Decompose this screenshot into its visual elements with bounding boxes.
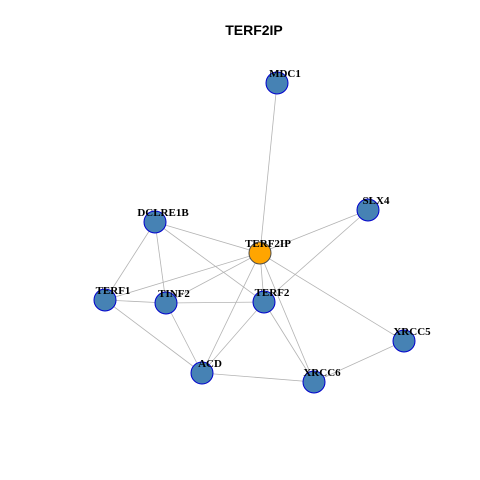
node-label-terf1: TERF1 bbox=[96, 285, 131, 297]
node-label-tinf2: TINF2 bbox=[158, 288, 190, 300]
edge-terf2ip-terf1 bbox=[104, 252, 261, 301]
node-label-mdc1: MDC1 bbox=[269, 68, 301, 80]
edge-terf2-xrcc6 bbox=[263, 301, 315, 383]
node-terf2 bbox=[252, 290, 276, 314]
node-terf1 bbox=[93, 288, 117, 312]
edge-terf2ip-tinf2 bbox=[165, 252, 261, 304]
edge-dclre1b-terf2 bbox=[154, 221, 265, 303]
node-label-terf2: TERF2 bbox=[255, 287, 290, 299]
nodes-layer bbox=[93, 71, 416, 394]
node-tinf2 bbox=[154, 291, 178, 315]
node-label-xrcc5: XRCC5 bbox=[393, 326, 431, 338]
node-label-acd: ACD bbox=[198, 358, 222, 370]
node-slx4 bbox=[356, 198, 380, 222]
edge-terf1-acd bbox=[104, 299, 203, 374]
node-label-terf2ip: TERF2IP bbox=[245, 238, 291, 250]
node-label-dclre1b: DCLRE1B bbox=[137, 207, 189, 219]
edge-acd-xrcc6 bbox=[201, 372, 315, 383]
edge-terf2ip-xrcc5 bbox=[259, 252, 405, 342]
node-terf2ip bbox=[248, 241, 272, 265]
node-acd bbox=[190, 361, 214, 385]
edge-terf2-acd bbox=[201, 301, 265, 374]
node-xrcc6 bbox=[302, 370, 326, 394]
edge-terf2ip-acd bbox=[201, 252, 261, 374]
edge-terf2ip-dclre1b bbox=[154, 221, 261, 254]
node-label-xrcc6: XRCC6 bbox=[303, 367, 341, 379]
edge-terf2ip-mdc1 bbox=[259, 82, 278, 254]
edge-terf2ip-slx4 bbox=[259, 209, 369, 254]
edge-dclre1b-terf1 bbox=[104, 221, 156, 301]
edge-terf2ip-xrcc6 bbox=[259, 252, 315, 383]
diagram-title: TERF2IP bbox=[225, 22, 283, 38]
node-dclre1b bbox=[143, 210, 167, 234]
edge-dclre1b-tinf2 bbox=[154, 221, 167, 304]
node-mdc1 bbox=[265, 71, 289, 95]
edge-tinf2-acd bbox=[165, 302, 203, 374]
node-label-slx4: SLX4 bbox=[363, 195, 390, 207]
edge-xrcc6-xrcc5 bbox=[313, 340, 405, 383]
node-xrcc5 bbox=[392, 329, 416, 353]
edge-tinf2-terf2 bbox=[165, 301, 265, 304]
edge-terf2-slx4 bbox=[263, 209, 369, 303]
edges-layer bbox=[104, 82, 405, 383]
